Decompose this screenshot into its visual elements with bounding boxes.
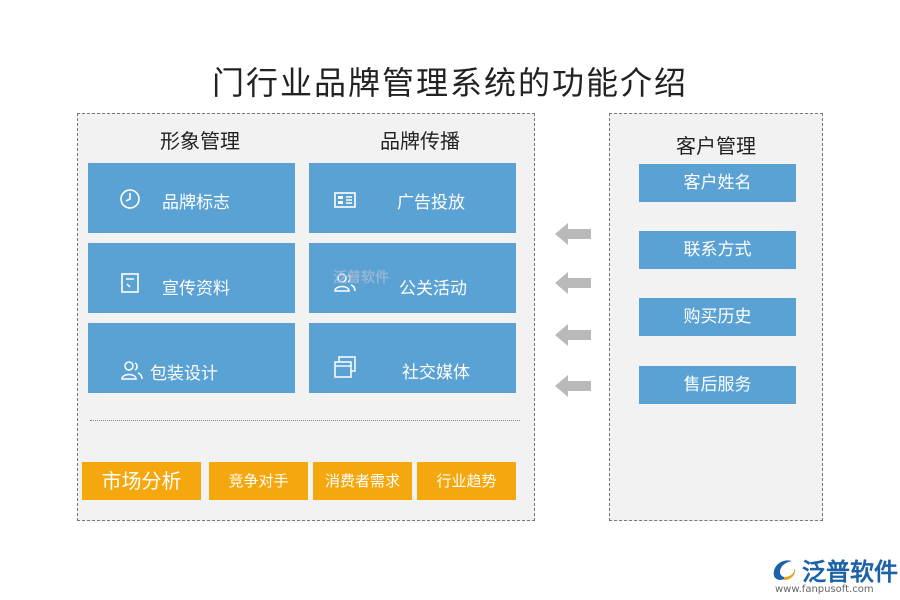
brand-name: 泛普软件: [802, 558, 898, 586]
left-arrow-icon: [555, 375, 591, 397]
column-heading-image-management: 形象管理: [160, 129, 240, 153]
left-arrow-icon: [555, 223, 591, 245]
tile-public-relations[interactable]: 公关活动: [309, 243, 516, 313]
divider: [90, 420, 520, 421]
customer-item-contact[interactable]: 联系方式: [639, 231, 796, 269]
market-analysis-label: 市场分析: [82, 462, 201, 500]
id-card-icon: [333, 188, 357, 212]
tile-advertising[interactable]: 广告投放: [309, 163, 516, 233]
page-title: 门行业品牌管理系统的功能介绍: [211, 64, 688, 102]
column-heading-customer-management: 客户管理: [676, 134, 756, 158]
brand-url: www.fanpusoft.com: [775, 584, 874, 595]
brand-swirl-icon: [773, 559, 796, 580]
tile-label: 广告投放: [397, 193, 465, 213]
left-arrow-icon: [555, 324, 591, 346]
tile-social-media[interactable]: 社交媒体: [309, 323, 516, 393]
market-item-industry-trends[interactable]: 行业趋势: [417, 462, 516, 500]
brand-logo: 泛普软件: [770, 552, 898, 587]
tile-packaging-design[interactable]: 包装设计: [88, 323, 295, 393]
clock-icon: [118, 187, 142, 211]
users-icon: [120, 358, 144, 382]
market-item-competitors[interactable]: 竞争对手: [209, 462, 308, 500]
tile-label: 品牌标志: [162, 193, 230, 213]
tile-brand-logo[interactable]: 品牌标志: [88, 163, 295, 233]
document-icon: [118, 271, 142, 295]
tile-label: 公关活动: [399, 279, 467, 299]
customer-item-purchase-history[interactable]: 购买历史: [639, 298, 796, 336]
users-icon: [333, 270, 357, 294]
column-heading-brand-communication: 品牌传播: [380, 129, 460, 153]
tile-label: 社交媒体: [402, 363, 470, 383]
market-item-consumer-demand[interactable]: 消费者需求: [313, 462, 412, 500]
watermark-logo: 泛普软件: [333, 270, 389, 286]
tile-label: 包装设计: [150, 364, 218, 384]
tile-label: 宣传资料: [162, 279, 230, 299]
windows-icon: [333, 355, 357, 379]
left-arrow-icon: [555, 272, 591, 294]
customer-item-after-sales[interactable]: 售后服务: [639, 366, 796, 404]
tile-promotional-materials[interactable]: 宣传资料: [88, 243, 295, 313]
customer-item-name[interactable]: 客户姓名: [639, 164, 796, 202]
